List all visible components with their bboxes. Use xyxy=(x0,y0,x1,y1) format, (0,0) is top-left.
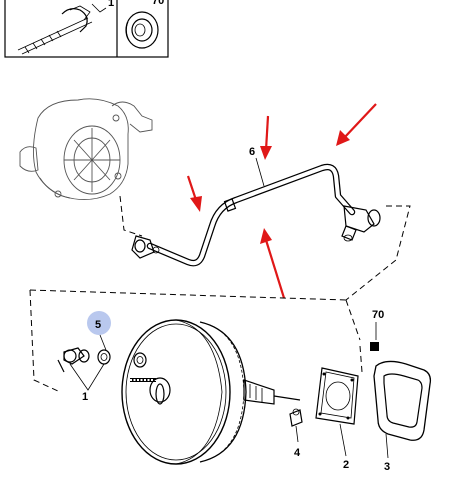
inset-panel: 1 70 xyxy=(4,0,169,58)
stud-assembly xyxy=(57,347,111,373)
red-arrows xyxy=(186,103,377,299)
callout-6: 6 xyxy=(249,146,255,158)
callout-4: 4 xyxy=(294,447,301,459)
callout-5-highlight xyxy=(87,311,111,335)
red-arrow-icon xyxy=(260,228,286,299)
bracket-part xyxy=(289,408,303,443)
red-arrow-icon xyxy=(186,175,202,212)
red-arrow-icon xyxy=(336,103,377,146)
callout-3: 3 xyxy=(384,461,390,473)
callout-1: 1 xyxy=(82,391,88,403)
callout-2: 2 xyxy=(343,459,349,471)
seal-frame-part xyxy=(373,360,432,459)
vacuum-pipe xyxy=(131,163,381,267)
red-arrow-icon xyxy=(260,115,272,160)
seal-ring-illustration xyxy=(125,11,159,49)
svg-text:1: 1 xyxy=(108,0,114,9)
callout-70: 70 xyxy=(372,309,384,321)
pipe-fitting-right xyxy=(341,205,381,242)
callout-70-inset: 70 xyxy=(152,0,164,7)
vacuum-pump-illustration xyxy=(19,98,153,200)
pipe-fitting-left xyxy=(131,235,160,259)
strap-clamp-illustration xyxy=(17,3,107,55)
gasket-plate-part xyxy=(315,367,359,457)
callout-5: 5 xyxy=(95,319,101,331)
marker-square-icon xyxy=(370,342,379,351)
brake-booster xyxy=(121,319,301,465)
